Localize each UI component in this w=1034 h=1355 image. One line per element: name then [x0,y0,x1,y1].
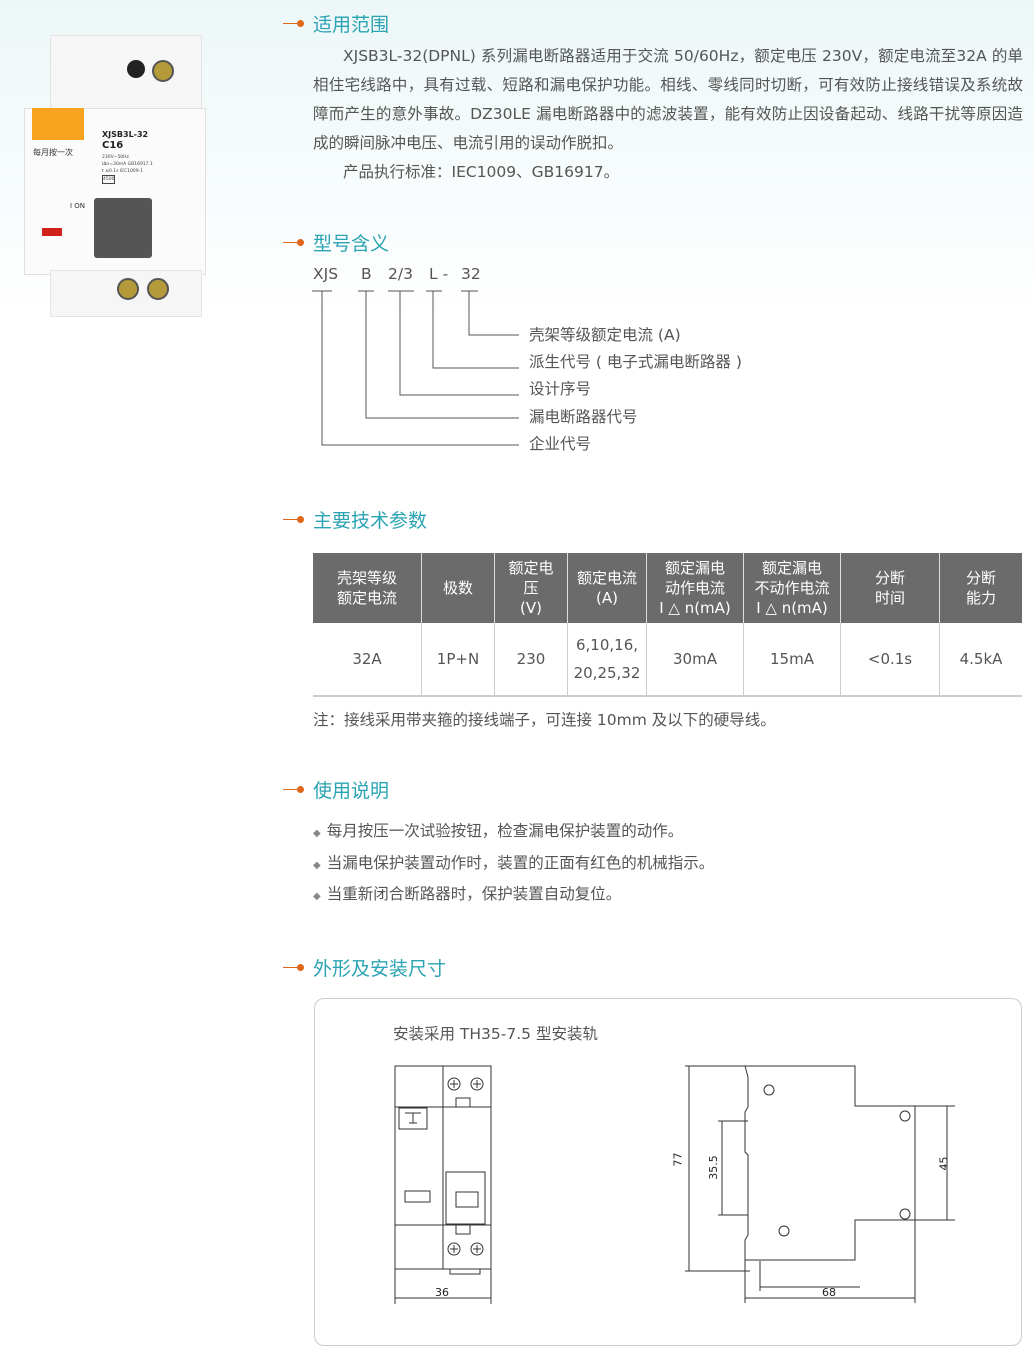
section-title-scope: 适用范围 [283,10,389,37]
code-part: L - [429,265,449,283]
heading: 适用范围 [313,14,390,36]
rail-caption: 安装采用 TH35-7.5 型安装轨 [393,1025,598,1043]
test-label: 每月按一次 [33,148,73,157]
meaning: 设计序号 [529,380,592,398]
cell: 230 [494,623,568,697]
model-diagram-lines [312,290,519,446]
bullet-marker-icon [283,515,305,525]
code-part: 32 [461,265,481,283]
meaning: 壳架等级额定电流 (A) [529,326,681,344]
list-item: ◆每月按压一次试验按钮，检查漏电保护装置的动作。 [313,822,684,840]
meaning: 漏电断路器代号 [529,408,638,426]
rating-label: C16 [102,140,124,151]
product-photo: 每月按一次 I ON XJSB3L-32 C16 230V~50Hz IΔn=3… [22,30,212,320]
list-item: ◆当重新闭合断路器时，保护装置自动复位。 [313,885,622,903]
list-item: ◆当漏电保护装置动作时，装置的正面有红色的机械指示。 [313,853,715,872]
section-title-model: 型号含义 [283,229,389,256]
col-header: 分断能力 [939,553,1022,623]
cell: 4.5kA [939,623,1022,697]
front-width-label: 36 [435,1286,449,1299]
col-header: 额定电压(V) [494,553,568,623]
mount-label: 45 [937,1156,951,1171]
cell: <0.1s [840,623,940,697]
dimension-panel: 安装采用 TH35-7.5 型安装轨 36 77 35.5 45 68 [314,998,1022,1346]
bullet-marker-icon [283,19,305,29]
height-label: 77 [671,1152,685,1167]
section-title-params: 主要技术参数 [283,506,427,533]
col-header: 壳架等级额定电流 [313,553,422,623]
meaning: 企业代号 [529,435,592,453]
heading: 主要技术参数 [313,510,428,532]
spec: 4500 [102,175,116,184]
code-part: 2/3 [388,265,413,283]
cell: 6,10,16,20,25,32 [567,623,647,697]
cell: 1P+N [421,623,495,697]
depth-label: 68 [822,1286,836,1299]
code-part: B [361,265,372,283]
standard-text: 产品执行标准：IEC1009、GB16917。 [343,163,620,181]
code-part: XJS [313,265,339,283]
heading: 型号含义 [313,233,390,255]
side-view-drawing [685,1065,955,1303]
spec: t ≤0.1s IEC1009-1 [102,169,144,174]
cell: 32A [313,623,422,697]
spec: IΔn=30mA GB16917.1 [102,162,153,167]
scope-paragraph: XJSB3L-32(DPNL) 系列漏电断路器适用于交流 50/60Hz，额定电… [313,47,1023,152]
bullet-marker-icon [283,238,305,248]
bullet-marker-icon [283,785,305,795]
col-header: 额定电流(A) [567,553,647,623]
table-row: 32A 1P+N 230 6,10,16,20,25,32 30mA 15mA … [313,623,1022,697]
bullet-marker-icon [283,963,305,973]
cell: 30mA [646,623,744,697]
spec: 230V~50Hz [102,155,129,160]
section-title-usage: 使用说明 [283,776,389,803]
col-header: 极数 [421,553,495,623]
on-label: I ON [70,202,86,210]
model-label: XJSB3L-32 [102,130,149,139]
heading: 外形及安装尺寸 [313,958,447,980]
section-title-dims: 外形及安装尺寸 [283,954,446,981]
front-view-drawing [394,1065,492,1304]
params-note: 注：接线采用带夹箍的接线端子，可连接 10mm 及以下的硬导线。 [313,711,776,729]
heading: 使用说明 [313,780,390,802]
rail-label: 35.5 [706,1155,720,1180]
usage-list: ◆每月按压一次试验按钮，检查漏电保护装置的动作。 ◆当漏电保护装置动作时，装置的… [313,817,714,912]
cell: 15mA [743,623,841,697]
col-header: 分断时间 [840,553,940,623]
meaning: 派生代号 ( 电子式漏电断路器 ) [529,353,742,371]
